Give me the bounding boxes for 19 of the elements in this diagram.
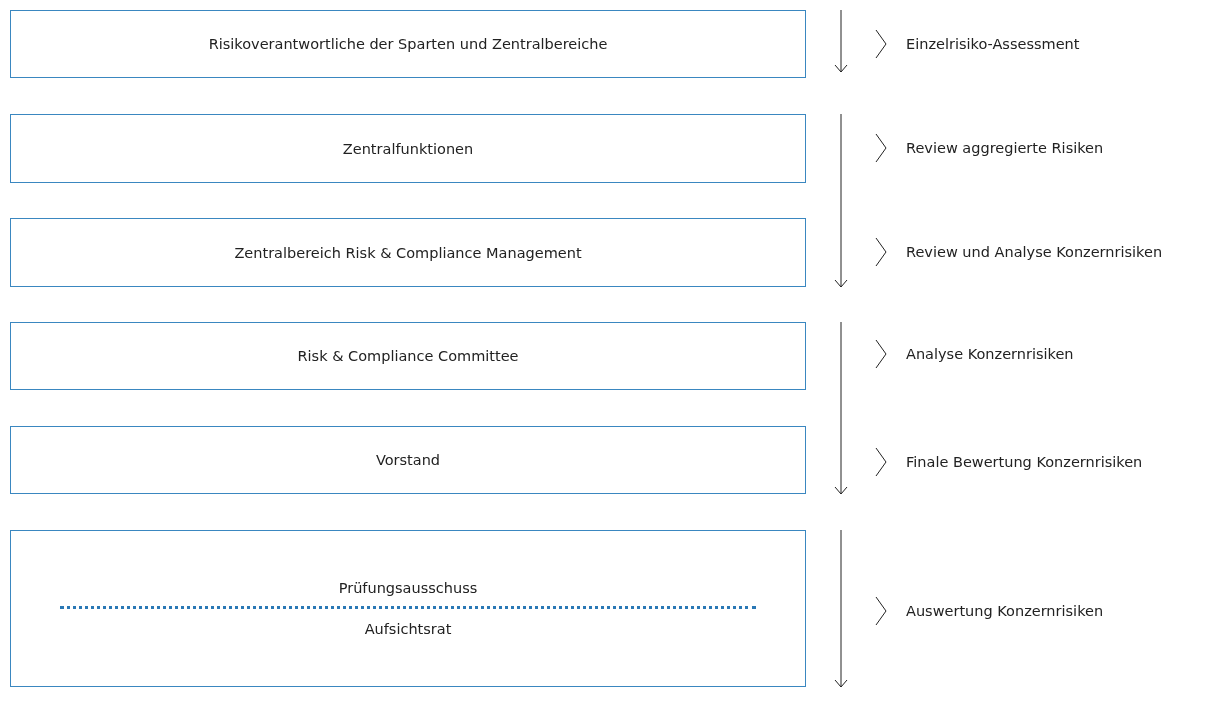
box-label: Zentralfunktionen [342, 140, 474, 157]
process-box [10, 530, 806, 687]
process-box [10, 322, 806, 390]
step-label: Finale Bewertung Konzernrisiken [906, 454, 1143, 470]
step-label: Review aggregierte Risiken [906, 140, 1104, 156]
step-label: Auswertung Konzernrisiken [906, 603, 1104, 619]
box-label: Risikoverantwortliche der Sparten und Zentralbereiche [208, 36, 608, 52]
box-label: Aufsichtsrat [364, 621, 452, 637]
step-label: Review und Analyse Konzernrisiken [906, 244, 1163, 260]
box-label: Zentralbereich Risk & Compliance Management [234, 244, 582, 261]
box-label: Vorstand [375, 452, 441, 468]
step-label: Analyse Konzernrisiken [906, 346, 1074, 362]
process-box [10, 426, 806, 494]
box-label: Risk & Compliance Committee [297, 348, 519, 364]
step-label: Einzelrisiko-Assessment [906, 36, 1080, 52]
process-box [10, 10, 806, 78]
process-box [10, 218, 806, 287]
process-box [10, 114, 806, 183]
box-label: Prüfungsausschuss [338, 580, 478, 596]
